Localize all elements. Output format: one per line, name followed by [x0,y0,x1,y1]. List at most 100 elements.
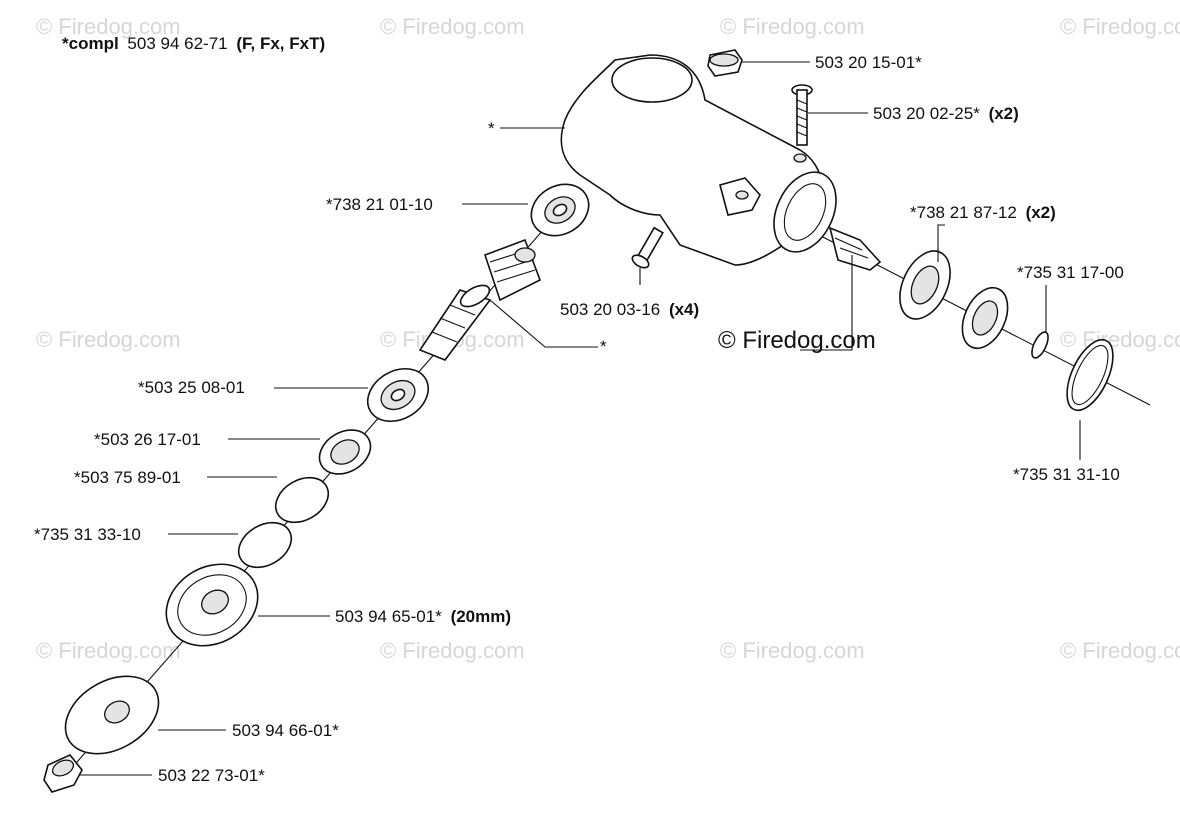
part-qty: (x2) [1026,203,1056,222]
right-bearing-2 [961,286,1009,350]
housing-tube-bore [773,171,837,253]
disc-rim [177,574,247,636]
part-code: *738 21 87-12 [910,203,1017,222]
callout-gear-kit: * [600,337,607,356]
callout-735-31-33-10: *735 31 33-10 [34,525,141,544]
leader-lines [80,61,1081,776]
callout-735-31-31-10: *735 31 31-10 [1013,465,1120,484]
part-code: 503 20 02-25* [873,104,980,123]
shim-washer [274,476,330,524]
callout-503-25-08-01: *503 25 08-01 [138,378,245,397]
callout-503-22-73-01: 503 22 73-01* [158,766,265,785]
part-code: 503 20 15-01* [815,53,922,72]
kit-header: *compl 503 94 62-71 (F, Fx, FxT) [62,34,325,53]
leader-line [489,299,598,348]
part-code: *735 31 31-10 [1013,465,1120,484]
leader-line [937,224,945,262]
watermark: © Firedog.com [720,638,865,663]
callout-738-21-01-10: *738 21 01-10 [326,195,433,214]
callout-housing-kit: * [488,119,495,138]
bearing-race [910,265,940,305]
callout-503-94-66-01: 503 94 66-01* [232,721,339,740]
part-code: *735 31 17-00 [1017,263,1124,282]
seal-lip [330,439,360,465]
bearing-bore [390,388,406,402]
bearing-race [971,300,999,336]
watermark: © Firedog.com [36,638,181,663]
cup-hub [104,700,130,724]
part-qty: (x4) [669,300,699,319]
pinion-tooth-lines [834,237,869,259]
part-code: * [488,119,495,138]
bevel-gear [483,238,542,302]
gear-teeth [483,238,542,302]
housing-top-neck [611,57,693,103]
watermark: © Firedog.com [1060,14,1180,39]
callout-735-31-17-00: *735 31 17-00 [1017,263,1124,282]
center-copyright: © Firedog.com [718,327,876,354]
pinion-teeth [828,226,882,271]
part-code: 503 20 03-16 [560,300,660,319]
part-code: *503 25 08-01 [138,378,245,397]
callout-503-20-02-25: 503 20 02-25* (x2) [873,104,1019,123]
housing-screw [631,226,664,269]
disc-splined-hub [201,589,229,615]
callout-503-20-15-01: 503 20 15-01* [815,53,922,72]
large-circlip [1066,338,1114,412]
leader-line [800,255,853,351]
circlip-ring [1066,338,1114,412]
plug-top [709,53,739,67]
clamp-screw [791,84,813,146]
pinion-gear [828,226,882,271]
shaft-collar [459,284,491,308]
kit-variants: (F, Fx, FxT) [236,34,325,53]
part-code: *503 75 89-01 [74,468,181,487]
blade-nut [43,754,83,793]
part-code: * [600,337,607,356]
part-code: *738 21 01-10 [326,195,433,214]
shaft-splines [431,304,476,343]
nut-top [51,759,75,777]
callout-503-20-03-16: 503 20 03-16 (x4) [560,300,699,319]
watermark: © Firedog.com [36,327,181,352]
watermark-layer: © Firedog.com © Firedog.com © Firedog.co… [36,14,1180,663]
watermark: © Firedog.com [380,638,525,663]
gear-housing [560,54,837,266]
watermark: © Firedog.com [1060,638,1180,663]
drive-disc [165,563,259,647]
part-code: 503 94 66-01* [232,721,339,740]
part-code: *735 31 33-10 [34,525,141,544]
callout-503-26-17-01: *503 26 17-01 [94,430,201,449]
support-cup [64,675,160,755]
callout-labels: 503 20 15-01* 503 20 02-25* (x2) * *738 … [34,53,1124,785]
callout-503-75-89-01: *503 75 89-01 [74,468,181,487]
housing-bolt-hole [735,190,749,200]
callout-738-21-87-12: *738 21 87-12 (x2) [910,203,1056,222]
part-code: *503 26 17-01 [94,430,201,449]
lower-circlip [237,521,293,569]
kit-part-number: 503 94 62-71 [127,34,227,53]
lower-bearing [367,367,429,423]
upper-bearing [530,183,590,237]
fill-plug [707,49,743,77]
shaft-seal [318,429,372,475]
kit-prefix: *compl [62,34,119,53]
output-shaft [418,284,492,361]
screw-head [631,254,650,269]
part-code: 503 22 73-01* [158,766,265,785]
part-code: 503 94 65-01* [335,607,442,626]
screw-thread [796,99,808,137]
watermark: © Firedog.com [36,14,181,39]
watermark: © Firedog.com [1060,327,1180,352]
part-qty: (x2) [989,104,1019,123]
part-qty: (20mm) [451,607,511,626]
circlip-inner [1071,344,1109,406]
housing-tube-bore-inner [783,183,827,241]
watermark: © Firedog.com [720,14,865,39]
right-bearing-1 [899,250,951,320]
watermark: © Firedog.com [380,14,525,39]
housing-bolt-hole [793,153,807,163]
bearing-bore [552,203,568,217]
callout-503-94-65-01: 503 94 65-01* (20mm) [335,607,511,626]
